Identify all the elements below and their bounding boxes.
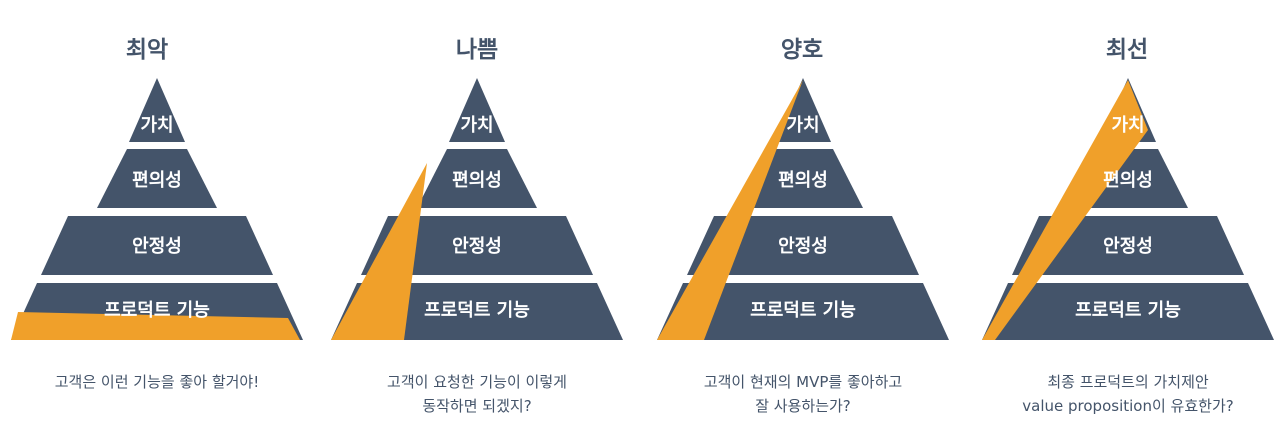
tier-convenience	[417, 149, 537, 208]
panel-title-bad: 나쁨	[455, 37, 499, 63]
tier-value	[775, 78, 831, 142]
caption-line: 고객이 현재의 MVP를 좋아하고	[703, 373, 903, 391]
tier-features	[982, 283, 1274, 340]
level-label: 가치	[1111, 115, 1144, 136]
level-label: 프로덕트 기능	[104, 300, 210, 321]
level-label: 가치	[460, 115, 493, 136]
tier-stability	[361, 216, 593, 275]
panel-title-best: 최선	[1105, 37, 1149, 63]
level-label: 프로덕트 기능	[750, 300, 856, 321]
caption-line: 최종 프로덕트의 가치제안	[1047, 373, 1209, 391]
level-label: 안정성	[132, 236, 182, 257]
level-label: 편의성	[778, 170, 828, 191]
tier-convenience	[743, 149, 863, 208]
tier-stability	[41, 216, 273, 275]
highlight-area	[331, 163, 427, 340]
tier-convenience	[97, 149, 217, 208]
caption-line: 잘 사용하는가?	[755, 397, 851, 415]
tier-features	[657, 283, 949, 340]
caption-bad: 고객이 요청한 기능이 이렇게 동작하면 되겠지?	[322, 370, 632, 418]
level-label: 편의성	[1103, 170, 1153, 191]
tier-value	[449, 78, 505, 142]
panel-title-good: 양호	[780, 37, 824, 63]
tier-value	[129, 78, 185, 142]
pyramid-worst: 가치 편의성 안정성 프로덕트 기능	[11, 78, 303, 340]
panel-title-worst: 최악	[125, 37, 169, 63]
highlight-area	[657, 80, 803, 340]
level-label: 프로덕트 기능	[424, 300, 530, 321]
pyramid-best: 가치 편의성 안정성 프로덕트 기능	[982, 78, 1274, 340]
caption-best: 최종 프로덕트의 가치제안 value proposition이 유효한가?	[973, 370, 1280, 418]
level-label: 가치	[140, 115, 173, 136]
highlight-area	[11, 312, 300, 340]
level-label: 편의성	[132, 170, 182, 191]
level-label: 프로덕트 기능	[1075, 300, 1181, 321]
caption-good: 고객이 현재의 MVP를 좋아하고 잘 사용하는가?	[648, 370, 958, 418]
pyramid-bad: 가치 편의성 안정성 프로덕트 기능	[331, 78, 623, 340]
highlight-area	[982, 80, 1148, 340]
caption-line: 동작하면 되겠지?	[422, 397, 532, 415]
level-label: 안정성	[452, 236, 502, 257]
caption-line: 고객이 요청한 기능이 이렇게	[387, 373, 567, 391]
pyramid-good: 가치 편의성 안정성 프로덕트 기능	[657, 78, 949, 340]
level-label: 안정성	[778, 236, 828, 257]
level-label: 가치	[786, 115, 819, 136]
caption-line: value proposition이 유효한가?	[1022, 397, 1234, 415]
level-label: 편의성	[452, 170, 502, 191]
caption-worst: 고객은 이런 기능을 좋아 할거야!	[2, 370, 312, 394]
level-label: 안정성	[1103, 236, 1153, 257]
caption-line: 고객은 이런 기능을 좋아 할거야!	[54, 373, 260, 391]
